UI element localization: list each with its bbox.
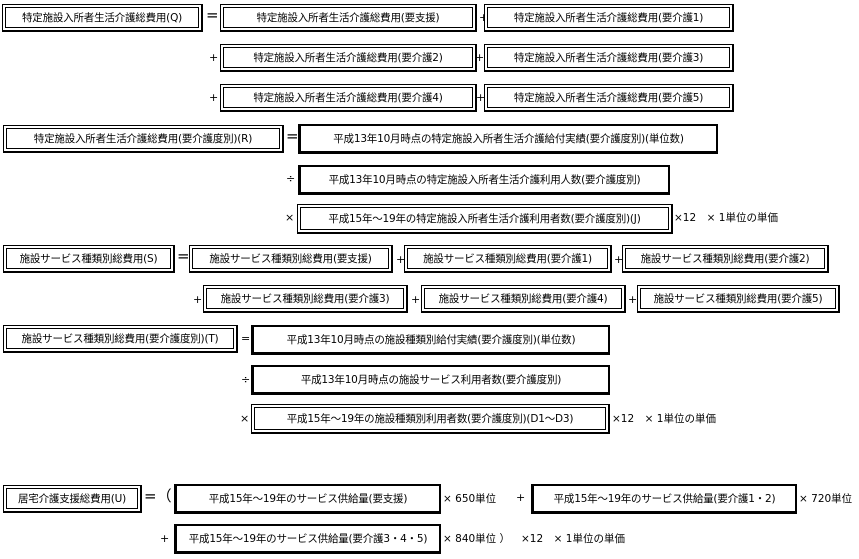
s-term-care5: 施設サービス種類別総費用(要介護5)	[637, 285, 840, 313]
q-total-cost-box: 特定施設入所者生活介護総費用(Q)	[2, 4, 203, 32]
s-total-cost-box: 施設サービス種類別総費用(S)	[3, 245, 175, 273]
q-term-support: 特定施設入所者生活介護総費用(要支援)	[220, 4, 477, 32]
plus-sign: +	[396, 253, 406, 266]
s-term-care3: 施設サービス種類別総費用(要介護3)	[203, 285, 408, 313]
plus-sign: +	[193, 293, 203, 306]
divide-sign: ÷	[241, 373, 251, 386]
r-suffix: ×12 × 1単位の単価	[674, 212, 778, 224]
plus-sign: +	[516, 491, 526, 504]
plus-sign: +	[411, 293, 421, 306]
u-term-care12: 平成15年～19年のサービス供給量(要介護1・2)	[531, 484, 797, 514]
r-denominator-box: 平成13年10月時点の特定施設入所者生活介護利用人数(要介護度別)	[298, 165, 670, 195]
plus-sign: +	[479, 11, 488, 25]
q-term-care2: 特定施設入所者生活介護総費用(要介護2)	[220, 44, 477, 72]
u-term-support-multiplier: × 650単位	[443, 493, 497, 505]
u-home-care-support-box: 居宅介護支援総費用(U)	[3, 485, 142, 513]
t-denominator-box: 平成13年10月時点の施設サービス利用者数(要介護度別)	[251, 365, 610, 395]
r-users-box: 平成15年～19年の特定施設入所者生活介護利用者数(要介護度別)(J)	[297, 204, 673, 234]
q-term-care5: 特定施設入所者生活介護総費用(要介護5)	[484, 84, 734, 112]
multiply-sign: ×	[285, 211, 295, 224]
plus-sign: +	[160, 532, 170, 545]
q-term-care1: 特定施設入所者生活介護総費用(要介護1)	[484, 4, 734, 32]
equals-sign: =	[241, 332, 251, 345]
q-term-care4: 特定施設入所者生活介護総費用(要介護4)	[220, 84, 477, 112]
t-numerator-box: 平成13年10月時点の施設種類別給付実績(要介護度別)(単位数)	[251, 325, 610, 355]
u-term-care12-multiplier: × 720単位	[799, 493, 853, 505]
t-cost-by-level-box: 施設サービス種類別総費用(要介護度別)(T)	[3, 325, 238, 353]
plus-sign: +	[209, 91, 219, 104]
plus-sign: +	[209, 51, 219, 64]
q-term-care3: 特定施設入所者生活介護総費用(要介護3)	[484, 44, 734, 72]
multiply-sign: ×	[240, 412, 250, 425]
divide-sign: ÷	[286, 172, 296, 185]
s-term-care2: 施設サービス種類別総費用(要介護2)	[622, 245, 829, 273]
s-term-support: 施設サービス種類別総費用(要支援)	[189, 245, 393, 273]
plus-sign: +	[628, 293, 638, 306]
equals-open-paren: =（	[144, 487, 172, 505]
s-term-care1: 施設サービス種類別総費用(要介護1)	[404, 245, 612, 273]
equals-sign: =	[177, 247, 190, 265]
t-suffix: ×12 × 1単位の単価	[612, 413, 716, 425]
u-term-care345-multiplier: × 840単位 ）	[443, 533, 511, 545]
plus-sign: +	[614, 253, 624, 266]
plus-sign: +	[476, 91, 486, 104]
r-numerator-box: 平成13年10月時点の特定施設入所者生活介護給付実績(要介護度別)(単位数)	[298, 124, 718, 154]
t-users-box: 平成15年～19年の施設種類別利用者数(要介護度別)(D1～D3)	[251, 404, 610, 434]
equals-sign: =	[286, 127, 299, 145]
plus-sign: +	[475, 51, 485, 64]
u-term-support: 平成15年～19年のサービス供給量(要支援)	[174, 484, 441, 514]
r-cost-by-level-box: 特定施設入所者生活介護総費用(要介護度別)(R)	[3, 125, 284, 153]
s-term-care4: 施設サービス種類別総費用(要介護4)	[421, 285, 626, 313]
u-term-care345: 平成15年～19年のサービス供給量(要介護3・4・5)	[174, 524, 441, 554]
equals-sign: =	[206, 6, 219, 24]
u-suffix: ×12 × 1単位の単価	[521, 533, 625, 545]
